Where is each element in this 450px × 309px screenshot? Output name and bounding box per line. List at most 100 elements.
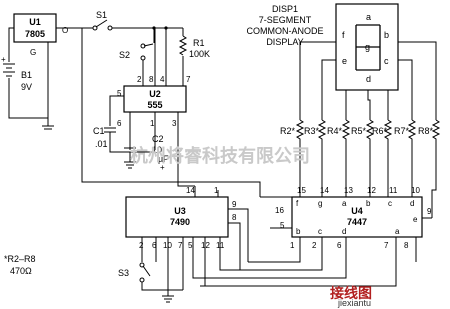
u4-bot-b: b <box>296 227 301 236</box>
seg-d-label: d <box>366 74 371 84</box>
wire-u2-pin3-out <box>177 112 195 187</box>
u1-pin-o: O <box>62 26 68 35</box>
u4-pin-11: 11 <box>389 186 398 195</box>
wire-ground-rail <box>8 42 49 119</box>
u2-pin-5: 5 <box>117 89 122 98</box>
u4-pin-15: 15 <box>297 186 306 195</box>
resistor-note-line2: 470Ω <box>10 266 32 276</box>
r3-label: R3* <box>304 126 320 136</box>
u2-pin-4: 4 <box>160 75 165 84</box>
disp1-line3: DISPLAY <box>266 37 303 47</box>
u2-pin-2: 2 <box>137 75 142 84</box>
r5-resistor <box>365 119 375 186</box>
u3-label: U3 <box>174 206 186 216</box>
disp1-line2: COMMON-ANODE <box>247 26 324 36</box>
wire-vcc-to-u3 <box>81 28 261 197</box>
r7-label: R7* <box>394 126 410 136</box>
r4-label: R4* <box>327 126 343 136</box>
u4-bot-a: a <box>395 227 400 236</box>
r1-label: R1 <box>193 38 205 48</box>
r4-resistor <box>341 119 351 186</box>
u4-seg-a: a <box>342 199 347 208</box>
r8-label: R8* <box>418 126 434 136</box>
u4-bpin-8: 8 <box>404 241 409 250</box>
u4-seg-c: c <box>388 199 392 208</box>
u2-pin-8: 8 <box>149 75 154 84</box>
u3-bpin-5: 5 <box>188 241 193 250</box>
seg-c-label: c <box>384 56 389 66</box>
u2-pin-7: 7 <box>186 75 191 84</box>
resistor-bank <box>295 119 441 218</box>
c2-unit: µF <box>158 154 169 164</box>
u1-pin-g: G <box>30 48 36 57</box>
u3-bpin-7: 7 <box>178 241 183 250</box>
s1-contact-b <box>107 25 113 31</box>
wire-s3-ground <box>141 282 183 291</box>
c2-marker: + <box>160 163 165 172</box>
disp1-ref: DISP1 <box>272 4 298 14</box>
u4-pin-9: 9 <box>427 207 432 216</box>
u3-pin-8: 8 <box>232 213 237 222</box>
r2-resistor <box>295 119 305 186</box>
resistor-note-line1: *R2–R8 <box>4 254 36 264</box>
u4-seg-d: d <box>410 199 414 208</box>
c2-label: C2 <box>152 134 164 144</box>
u2-pin-1: 1 <box>150 119 155 128</box>
u3-counter <box>125 196 229 238</box>
s1-label: S1 <box>96 10 107 20</box>
u4-bpin-1: 1 <box>290 241 295 250</box>
u2-label: U2 <box>149 89 161 99</box>
watermark-url: jiexiantu <box>337 298 371 308</box>
u4-pin-13: 13 <box>344 186 353 195</box>
s2-contact-b <box>140 55 146 61</box>
b1-value: 9V <box>21 82 32 92</box>
r6-resistor <box>383 119 393 186</box>
wire-u3-bottom <box>141 237 230 290</box>
r1-value: 100K <box>189 49 210 59</box>
seven-segment-digit <box>355 24 381 71</box>
wire-u1-in <box>8 27 14 62</box>
r5-label: R5* <box>351 126 367 136</box>
u2-pin-6: 6 <box>117 119 122 128</box>
watermark-chinese: 杭州将睿科技有限公司 <box>130 145 310 167</box>
wire-u4-bottom <box>200 237 417 287</box>
wire-u2-top-pins <box>142 28 184 86</box>
u4-bot-d: d <box>342 227 346 236</box>
u3-type: 7490 <box>170 217 190 227</box>
u4-pin-12: 12 <box>367 186 376 195</box>
r2-label: R2* <box>280 126 296 136</box>
b1-label: B1 <box>21 70 32 80</box>
u4-label: U4 <box>351 206 363 216</box>
u4-left-5: 5 <box>280 221 285 230</box>
u3-pin-9: 9 <box>232 200 237 209</box>
u3-bpin-6: 6 <box>152 241 157 250</box>
u4-seg-b: b <box>366 199 371 208</box>
s2-label: S2 <box>119 50 130 60</box>
u4-bpin-7: 7 <box>384 241 389 250</box>
seg-f-label: f <box>342 30 345 40</box>
r8-resistor <box>431 119 441 218</box>
u2-timer <box>123 85 187 113</box>
watermark-logo: 接线图 <box>330 285 372 302</box>
u3-pin-1: 1 <box>214 186 219 195</box>
s3-label: S3 <box>118 268 129 278</box>
wire-u3-right <box>228 208 249 270</box>
r1-resistor <box>178 35 188 56</box>
u2-type: 555 <box>147 100 162 110</box>
wire-c1-ground <box>109 132 155 153</box>
wire-u3-top <box>194 186 219 197</box>
seg-e-label: e <box>342 56 347 66</box>
wire-u4-left <box>260 196 292 229</box>
r7-resistor <box>407 119 417 186</box>
u4-pin-14: 14 <box>320 186 329 195</box>
u4-decoder <box>291 196 423 238</box>
r3-resistor <box>317 119 327 186</box>
u1-type: 7805 <box>25 29 45 39</box>
r6-label: R6* <box>372 126 388 136</box>
u2-pin-3: 3 <box>172 119 177 128</box>
u4-left-16: 16 <box>275 206 284 215</box>
c1-value: .01 <box>95 139 108 149</box>
seg-g-label: g <box>365 42 370 52</box>
